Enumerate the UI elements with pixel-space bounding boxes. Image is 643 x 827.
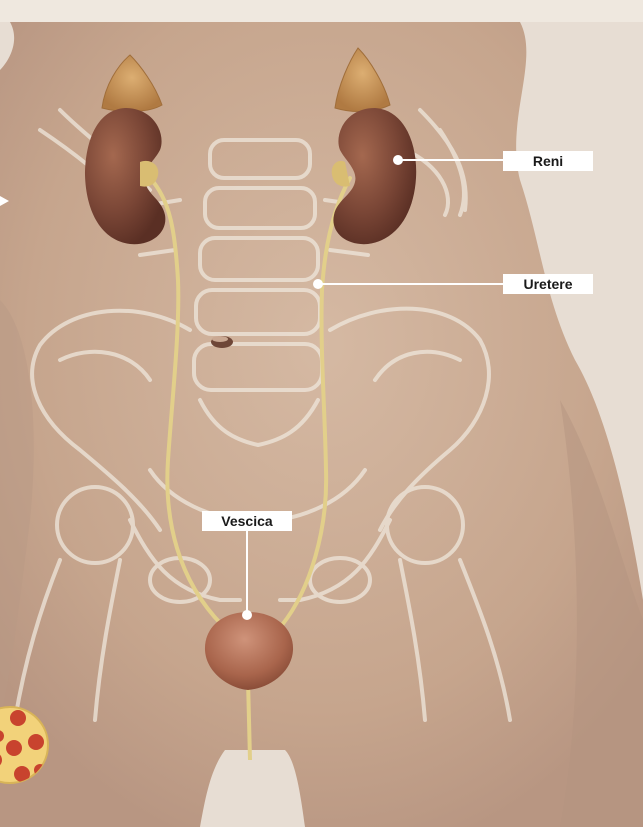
blood-cell: [6, 740, 22, 756]
blood-cell: [28, 734, 44, 750]
ureter-label: Uretere: [503, 274, 593, 294]
kidneys-pointer-dot-icon: [393, 155, 403, 165]
bladder-pointer-dot-icon: [242, 610, 252, 620]
blood-cell: [10, 710, 26, 726]
bladder-label: Vescica: [202, 511, 292, 531]
ureter-pointer-dot-icon: [313, 279, 323, 289]
navel-highlight: [212, 336, 228, 342]
urethra: [248, 680, 250, 760]
kidneys-label: Reni: [503, 151, 593, 171]
top-strip: [0, 0, 643, 22]
